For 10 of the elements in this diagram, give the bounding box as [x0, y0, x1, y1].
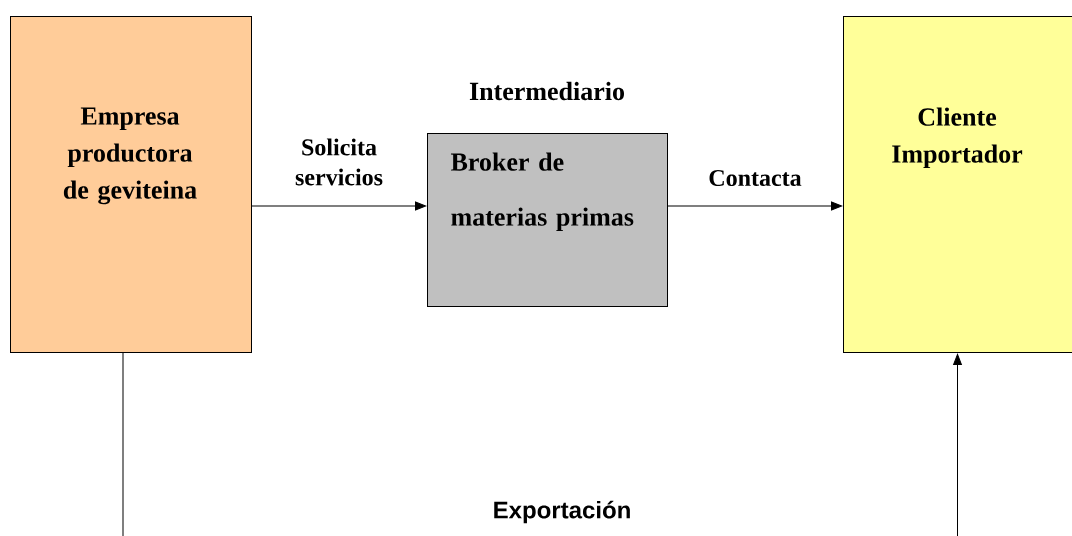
edge-label: Exportación — [494, 500, 630, 524]
arrow — [122, 352, 962, 536]
arrow — [667, 201, 843, 211]
process-box: Cliente Importador — [843, 16, 1072, 353]
arrow — [251, 201, 427, 211]
box-heading: Intermediario — [469, 81, 624, 101]
process-box: Broker de materias primas — [427, 133, 668, 307]
edge-label: Solicita servicios — [295, 138, 383, 186]
edge-label: Contacta — [709, 169, 802, 187]
process-box: Empresa productora de geviteina — [10, 16, 252, 353]
